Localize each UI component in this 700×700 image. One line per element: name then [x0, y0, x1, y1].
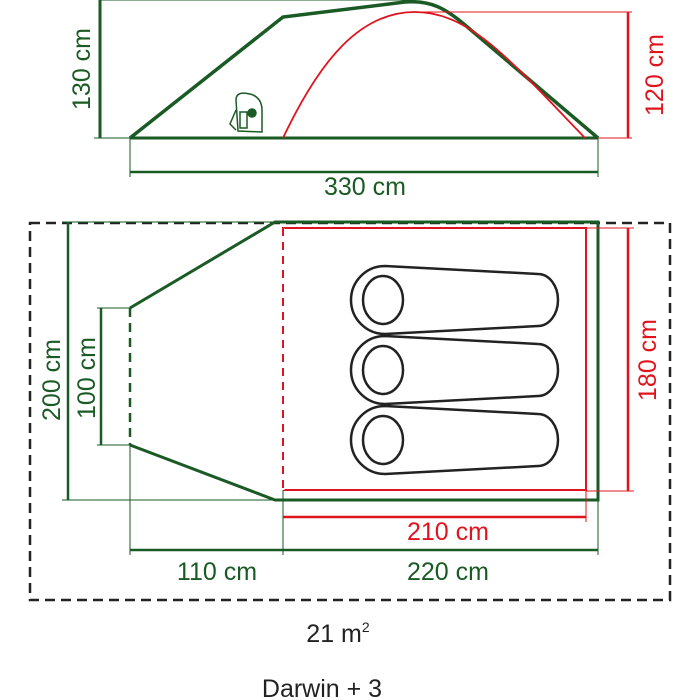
- inner-tent-outline: [282, 11, 586, 139]
- height-inner-label: 120 cm: [641, 34, 669, 116]
- bedroom-length-label: 220 cm: [407, 558, 489, 586]
- inner-length-label: 210 cm: [407, 518, 489, 546]
- pillow-icon: [361, 274, 405, 326]
- sleeping-bag: [349, 334, 560, 406]
- backpack-icon: [229, 92, 263, 133]
- width-outer-label: 200 cm: [38, 339, 66, 421]
- porch-length-label: 110 cm: [177, 558, 257, 586]
- side-view: 130 cm 120 cm 330 cm: [68, 0, 669, 201]
- length-label: 330 cm: [324, 173, 406, 201]
- height-outer-label: 130 cm: [68, 28, 96, 110]
- pillow-icon: [361, 414, 405, 466]
- sleeping-bags: [349, 264, 560, 476]
- footprint-boundary: [28, 221, 672, 602]
- area-label: 21 m2: [306, 619, 370, 648]
- sleeping-bag: [349, 404, 560, 476]
- floor-plan: 200 cm 100 cm 180 cm 210 cm 110 cm 220 c…: [28, 220, 672, 602]
- outer-tent-outline: [128, 0, 600, 140]
- area-unit-superscript: 2: [362, 619, 370, 635]
- outer-tent-floor: [129, 220, 600, 502]
- inner-tent-floor: [282, 227, 587, 491]
- door-width-label: 100 cm: [73, 337, 101, 419]
- area-value: 21 m: [306, 620, 362, 648]
- model-name: Darwin + 3: [262, 675, 382, 700]
- sleeping-bag: [349, 264, 560, 336]
- pillow-icon: [361, 344, 405, 396]
- inner-width-label: 180 cm: [634, 319, 662, 401]
